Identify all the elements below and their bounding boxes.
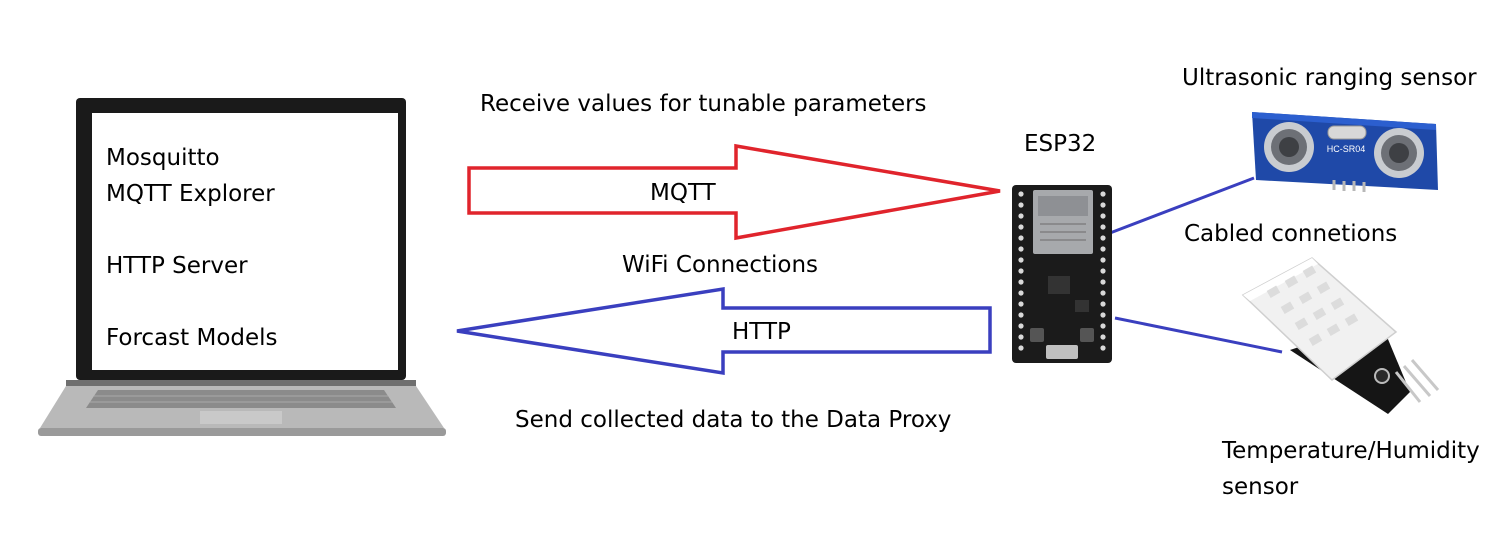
mqtt-label: MQTT	[650, 180, 716, 206]
laptop-line-mqtt-explorer: MQTT Explorer	[106, 181, 275, 207]
laptop-line-http-server: HTTP Server	[106, 253, 248, 279]
mqtt-arrow	[467, 143, 1001, 241]
laptop-line-mosquitto: Mosquitto	[106, 145, 220, 171]
laptop-screen	[92, 113, 398, 370]
cabled-label: Cabled connetions	[1184, 221, 1398, 247]
cable-to-temp-sensor	[1114, 316, 1283, 354]
temp-label-line1: Temperature/Humidity	[1222, 438, 1480, 464]
cable-to-ultrasonic	[1109, 176, 1255, 235]
top-caption: Receive values for tunable parameters	[480, 91, 927, 117]
bottom-caption: Send collected data to the Data Proxy	[515, 407, 952, 433]
laptop	[38, 98, 446, 436]
ultrasonic-board-text: HC-SR04	[1327, 144, 1366, 154]
temp-humidity-sensor	[1241, 257, 1440, 414]
esp32-label: ESP32	[1024, 131, 1097, 157]
ultrasonic-sensor: HC-SR04	[1252, 112, 1438, 192]
esp32-board	[1012, 185, 1112, 363]
http-label: HTTP	[732, 319, 791, 345]
wifi-label: WiFi Connections	[622, 252, 819, 278]
laptop-line-forcast-models: Forcast Models	[106, 325, 278, 351]
temp-label-line2: sensor	[1222, 474, 1299, 500]
ultrasonic-label: Ultrasonic ranging sensor	[1182, 65, 1477, 91]
http-arrow	[456, 286, 992, 376]
